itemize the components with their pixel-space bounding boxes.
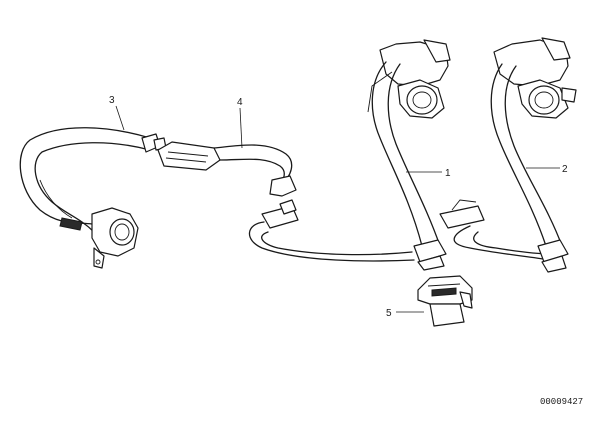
callout-2: 2: [562, 164, 568, 175]
part-2-latch-plate: [537, 239, 569, 273]
lap-belt-lower: [248, 199, 415, 262]
part-1-outer-belt: [367, 39, 485, 271]
callout-5: 5: [386, 308, 392, 319]
part-2-retractor: [493, 37, 577, 119]
part-1-retractor: [379, 39, 451, 119]
part-3-center-lap-belt: [19, 127, 167, 269]
callout-1: 1: [445, 168, 451, 179]
part-3-latch-plate: [141, 133, 167, 153]
callout-3: 3: [109, 95, 115, 106]
part-1-latch-plate: [413, 239, 447, 271]
document-number: 00009427: [540, 397, 583, 407]
part-2-outer-belt: [453, 37, 577, 273]
leader-line-4: [239, 107, 243, 149]
leader-line-3: [115, 105, 125, 131]
callout-4: 4: [237, 97, 243, 108]
part-3-retractor: [91, 207, 139, 269]
part-4-center-buckle-belt: [157, 141, 297, 197]
part-5-buckle-receptacle: [417, 275, 473, 327]
